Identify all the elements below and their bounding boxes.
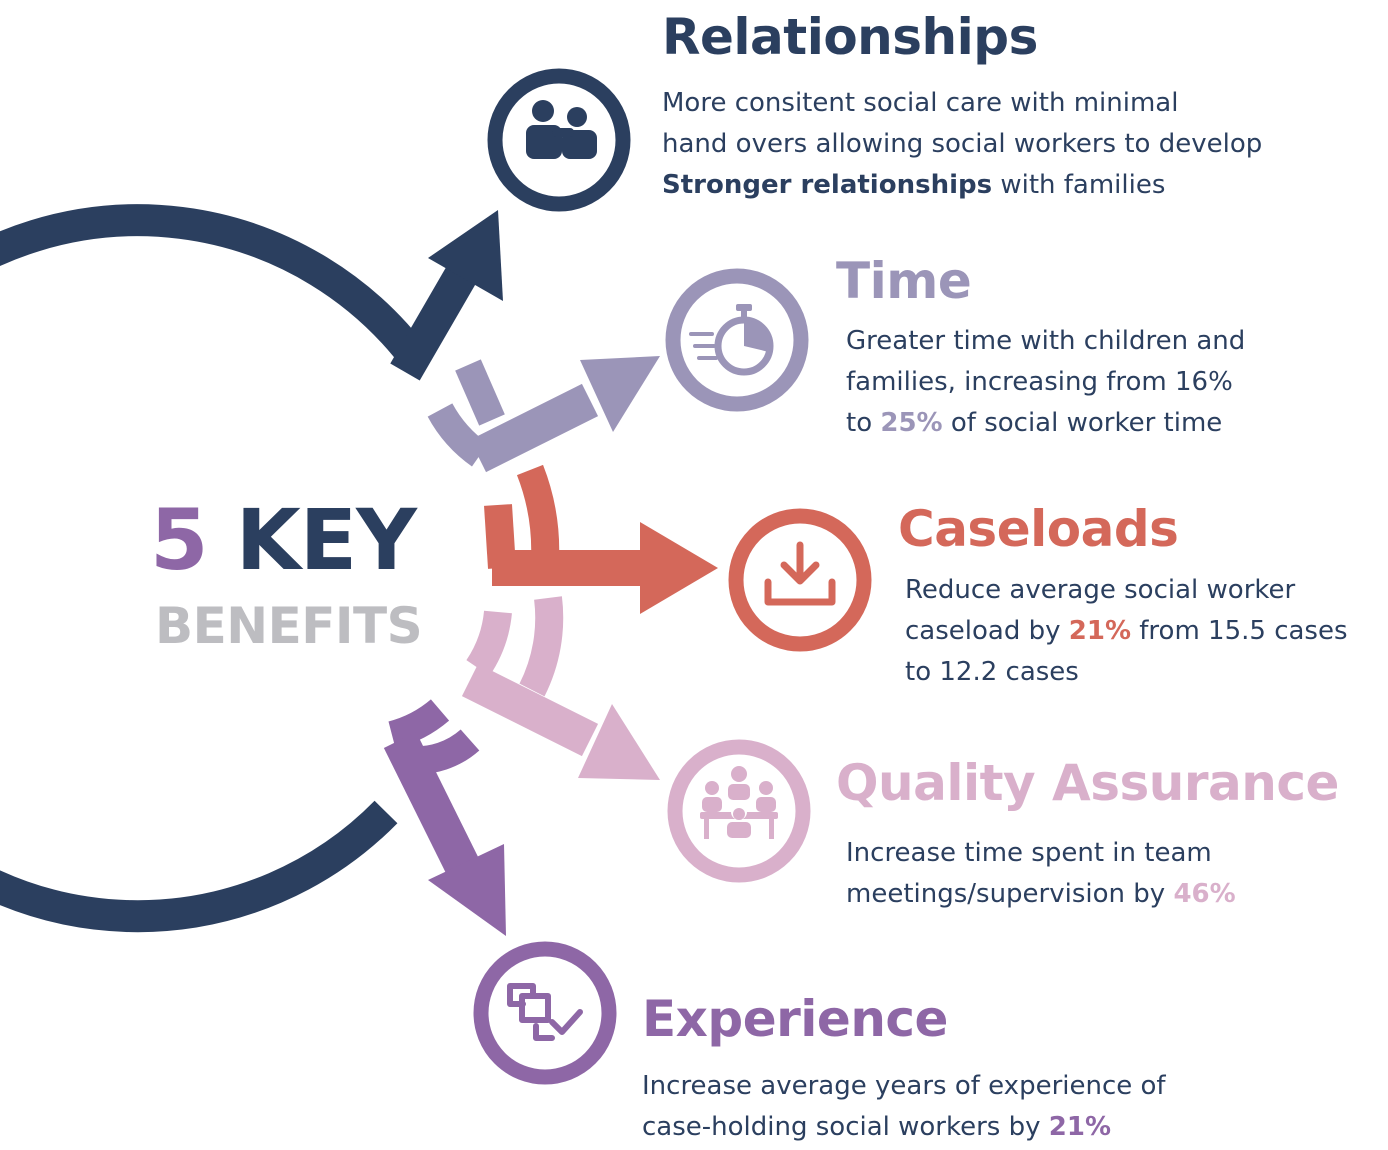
desc-line: Stronger relationships with families [662, 170, 1166, 200]
desc-line: More consitent social care with minimal [662, 88, 1179, 118]
desc-line: Increase time spent in team [846, 838, 1212, 868]
desc-line: hand overs allowing social workers to de… [662, 129, 1263, 159]
desc-line: families, increasing from 16% [846, 367, 1233, 397]
experience-arrow [383, 699, 506, 936]
relationships-arrow [0, 204, 503, 933]
stat-highlight: 21% [1048, 1112, 1112, 1142]
people-icon [526, 100, 597, 159]
desc-line: to 12.2 cases [905, 657, 1079, 687]
relationships-icon-circle [487, 68, 631, 212]
caseloads-description: Reduce average social worker caseload by… [905, 570, 1348, 693]
stat-highlight: 25% [880, 408, 943, 438]
quality-assurance-arrow [461, 596, 660, 780]
experience-description: Increase average years of experience of … [642, 1066, 1166, 1148]
time-description: Greater time with children and families,… [846, 321, 1245, 444]
relationships-description: More consitent social care with minimal … [662, 83, 1262, 206]
center-title: 5 KEY [150, 490, 417, 590]
desc-line: case-holding social workers by 21% [642, 1112, 1112, 1142]
experience-heading: Experience [642, 990, 948, 1048]
desc-line: meetings/supervision by 46% [846, 879, 1236, 909]
caseloads-icon-circle [728, 508, 872, 652]
team-meeting-icon [700, 766, 778, 839]
caseloads-heading: Caseloads [898, 500, 1179, 558]
center-subtitle: BENEFITS [155, 597, 423, 655]
time-arrow [427, 356, 660, 473]
desc-line: Reduce average social worker [905, 575, 1296, 605]
relationships-heading: Relationships [662, 8, 1038, 66]
desc-line: Greater time with children and [846, 326, 1246, 356]
download-tray-icon [764, 541, 836, 606]
quality-assurance-icon-circle [667, 739, 811, 883]
stat-highlight: 21% [1068, 616, 1131, 646]
desc-line: Increase average years of experience of [642, 1071, 1166, 1101]
time-icon-circle [665, 268, 809, 412]
stopwatch-icon [689, 304, 774, 376]
experience-icon-circle [473, 941, 617, 1085]
stat-highlight: 46% [1173, 879, 1236, 909]
caseloads-arrow [484, 464, 718, 614]
desc-line: caseload by 21% from 15.5 cases [905, 616, 1348, 646]
quality-assurance-description: Increase time spent in team meetings/sup… [846, 833, 1236, 915]
time-heading: Time [836, 252, 972, 310]
stat-highlight: Stronger relationships [662, 170, 993, 200]
desc-line: to 25% of social worker time [846, 408, 1223, 438]
documents-check-icon [507, 983, 583, 1041]
center-word: KEY [235, 491, 417, 589]
quality-assurance-heading: Quality Assurance [836, 754, 1339, 812]
center-number: 5 [150, 491, 208, 589]
